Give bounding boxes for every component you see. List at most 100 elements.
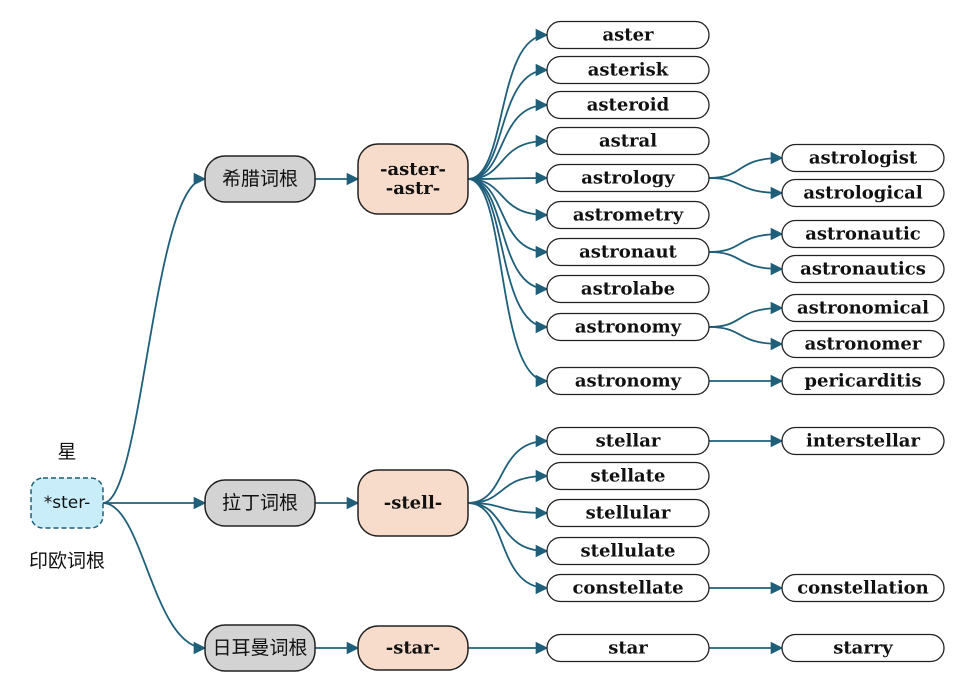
derived-node-starry: starry <box>781 633 945 663</box>
branch-label-1: 拉丁词根 <box>222 492 298 514</box>
edge-stem-to-word-0-8 <box>467 178 549 334</box>
word-box-0-7 <box>546 274 710 304</box>
word-box-0-8 <box>546 312 710 342</box>
word-node-astronaut: astronaut <box>546 237 710 267</box>
word-box-1-4 <box>546 573 710 603</box>
word-label-1-0: stellar <box>596 431 661 452</box>
word-box-1-2 <box>546 498 710 528</box>
branch-node-0: 希腊词根 <box>204 155 316 203</box>
word-node-asterisk: asterisk <box>546 55 710 85</box>
word-label-1-3: stellulate <box>581 541 676 562</box>
derived-label-0-6-1: astronautics <box>800 259 926 280</box>
word-node-stellar: stellar <box>546 426 710 456</box>
branch-node-1: 拉丁词根 <box>204 479 316 527</box>
word-label-0-6: astronaut <box>579 242 677 263</box>
branch-label-2: 日耳曼词根 <box>212 637 307 659</box>
word-label-0-4: astrology <box>581 168 675 189</box>
derived-node-constellation: constellation <box>781 573 945 603</box>
derived-label-0-9-0: pericarditis <box>804 371 921 392</box>
root-type-label: 印欧词根 <box>29 550 105 572</box>
branch-node-2: 日耳曼词根 <box>204 624 316 672</box>
word-box-0-2 <box>546 90 710 120</box>
word-box-0-6 <box>546 237 710 267</box>
word-box-0-9 <box>546 366 710 396</box>
stem-label-0-0: -aster- <box>380 159 446 180</box>
edge-stem-to-word-0-4 <box>467 171 549 185</box>
word-box-0-4 <box>546 163 710 193</box>
edge-stem-to-word-0-0 <box>467 28 549 180</box>
word-label-0-2: asteroid <box>587 95 670 116</box>
word-node-astronomy: astronomy <box>546 312 710 342</box>
word-box-0-1 <box>546 55 710 85</box>
word-label-0-5: astrometry <box>573 205 684 226</box>
derived-box-0-4-1 <box>781 178 945 208</box>
edge-stem-to-word-1-3 <box>467 502 549 558</box>
edge-word-to-derived-0-4-1 <box>708 177 784 200</box>
word-box-1-3 <box>546 536 710 566</box>
derived-box-0-8-0 <box>781 293 945 323</box>
edge-stem-to-word-1-4 <box>467 502 549 595</box>
stem-label-1-0: -stell- <box>384 493 443 514</box>
derived-node-astronautics: astronautics <box>781 254 945 284</box>
word-label-0-8: astronomy <box>575 317 682 338</box>
derived-label-0-4-1: astrological <box>803 183 922 204</box>
stem-box-0 <box>357 143 469 215</box>
edge-word-to-derived-0-8-1 <box>708 326 784 351</box>
edge-word-to-derived-0-8-0 <box>708 301 784 328</box>
word-box-0-0 <box>546 20 710 50</box>
branch-box-0 <box>204 155 316 203</box>
word-node-stellular: stellular <box>546 498 710 528</box>
edge-root-to-branch-2 <box>102 502 207 655</box>
edge-stem-to-word-0-3 <box>467 134 549 180</box>
derived-box-0-6-0 <box>781 219 945 249</box>
word-label-0-0: aster <box>602 25 654 46</box>
edge-stem-to-word-1-0 <box>467 434 549 504</box>
derived-label-2-0-0: starry <box>833 638 893 659</box>
edge-stem-to-word-1-1 <box>467 469 549 504</box>
derived-box-2-0-0 <box>781 633 945 663</box>
derived-node-pericarditis: pericarditis <box>781 366 945 396</box>
branch-box-1 <box>204 479 316 527</box>
word-node-stellulate: stellulate <box>546 536 710 566</box>
stem-node-0: -aster--astr- <box>357 143 469 215</box>
word-label-0-7: astrolabe <box>581 279 675 300</box>
word-node-astrometry: astrometry <box>546 200 710 230</box>
edge-word-to-derived-0-6-0 <box>708 227 784 253</box>
stem-box-2 <box>357 625 469 671</box>
derived-box-0-8-1 <box>781 329 945 359</box>
edge-stem-to-word-0-6 <box>467 178 549 259</box>
derived-label-0-6-0: astronautic <box>805 224 921 245</box>
word-node-aster: aster <box>546 20 710 50</box>
derived-node-astronomer: astronomer <box>781 329 945 359</box>
stem-label-0-1: -astr- <box>386 178 441 199</box>
word-label-1-1: stellate <box>590 466 665 487</box>
edge-stem-to-word-1-2 <box>467 502 549 520</box>
word-node-star: star <box>546 633 710 663</box>
derived-box-0-9-0 <box>781 366 945 396</box>
root-meaning-label: 星 <box>57 441 76 463</box>
edge-stem-to-word-0-9 <box>467 178 549 388</box>
word-node-astrology: astrology <box>546 163 710 193</box>
derived-label-1-4-0: constellation <box>797 578 929 599</box>
word-box-1-0 <box>546 426 710 456</box>
derived-label-0-4-0: astrologist <box>809 148 918 169</box>
branch-box-2 <box>204 624 316 672</box>
word-node-astral: astral <box>546 126 710 156</box>
word-label-0-9: astronomy <box>575 371 682 392</box>
derived-box-0-6-1 <box>781 254 945 284</box>
derived-node-astronautic: astronautic <box>781 219 945 249</box>
derived-node-interstellar: interstellar <box>781 426 945 456</box>
word-node-astrolabe: astrolabe <box>546 274 710 304</box>
word-box-1-1 <box>546 461 710 491</box>
word-box-0-3 <box>546 126 710 156</box>
derived-box-1-4-0 <box>781 573 945 603</box>
word-box-0-5 <box>546 200 710 230</box>
root-label: *ster- <box>44 493 91 513</box>
edge-word-to-derived-0-6-1 <box>708 251 784 276</box>
stem-node-1: -stell- <box>357 469 469 537</box>
stem-box-1 <box>357 469 469 537</box>
edge-root-to-branch-0 <box>102 172 207 504</box>
derived-node-astrologist: astrologist <box>781 143 945 173</box>
